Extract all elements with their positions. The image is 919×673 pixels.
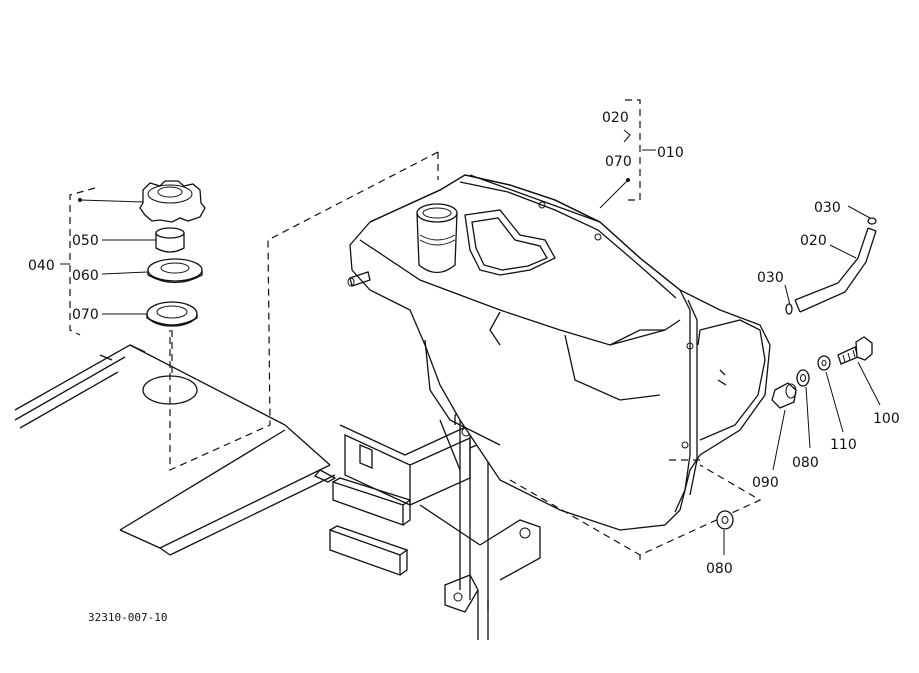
strainer — [155, 227, 185, 253]
callout-050: 050 — [72, 233, 99, 249]
hose-clamp-top — [867, 217, 877, 225]
hose-clamp-bottom — [785, 303, 793, 315]
callout-070-top: 070 — [605, 154, 632, 170]
collar — [771, 382, 797, 409]
callout-110: 110 — [830, 437, 857, 453]
callout-090: 090 — [752, 475, 779, 491]
fuel-tank — [347, 174, 771, 531]
cap-kit — [139, 180, 206, 378]
drawing-code: 32310-007-10 — [88, 611, 167, 624]
callout-100: 100 — [873, 411, 900, 427]
callout-040: 040 — [28, 258, 55, 274]
packing — [147, 258, 203, 284]
leader-lines — [60, 129, 881, 555]
callout-080-mid: 080 — [792, 455, 819, 471]
callout-070-left: 070 — [72, 307, 99, 323]
cushion-upper — [796, 369, 810, 387]
washer — [817, 355, 831, 371]
cushion-lower — [716, 510, 734, 530]
breather-hose — [785, 217, 877, 315]
floor-plate — [14, 344, 337, 556]
callout-030-mid: 030 — [757, 270, 784, 286]
callout-010: 010 — [657, 145, 684, 161]
filler-cap — [139, 180, 206, 223]
mounting-hardware — [716, 336, 873, 530]
callout-030-top: 030 — [814, 200, 841, 216]
callout-080-bottom: 080 — [706, 561, 733, 577]
bolt — [837, 336, 873, 365]
callout-020-hose: 020 — [800, 233, 827, 249]
assembly-outlines — [69, 99, 762, 560]
callout-labels: 040 050 060 070 020 070 010 030 020 030 … — [28, 110, 900, 624]
gasket — [146, 301, 198, 327]
callout-060: 060 — [72, 268, 99, 284]
rubber-pads — [329, 477, 412, 576]
tank-bracket — [339, 407, 541, 640]
callout-020-top: 020 — [602, 110, 629, 126]
